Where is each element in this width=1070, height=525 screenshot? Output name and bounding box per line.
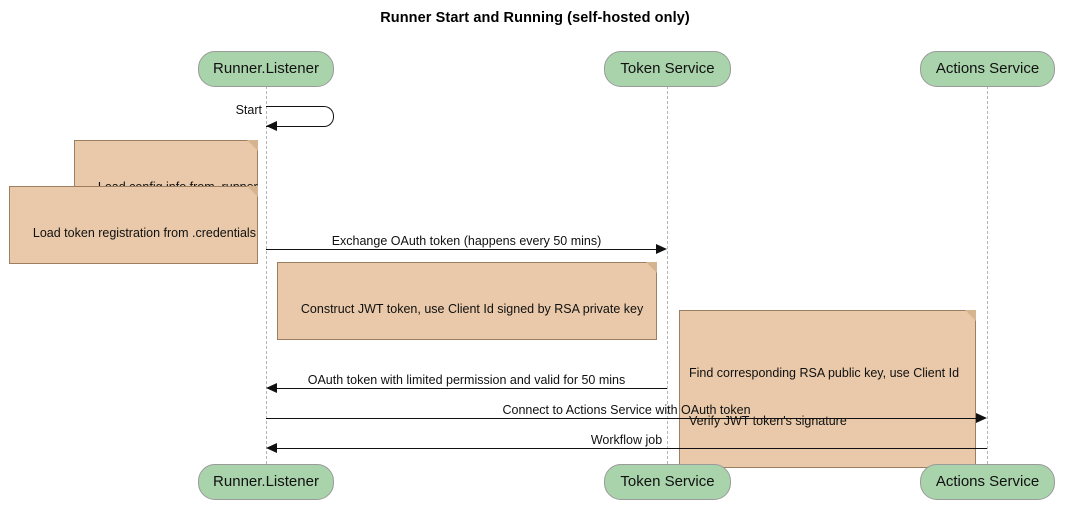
lifeline-token (667, 86, 668, 464)
arrowhead-workflow (266, 443, 277, 453)
note-fold-icon (247, 140, 258, 151)
note-fold-icon (247, 186, 258, 197)
note-text: Load token registration from .credential… (32, 226, 256, 240)
note-text: Construct JWT token, use Client Id signe… (300, 302, 644, 316)
message-label-start: Start (235, 103, 262, 117)
lifeline-runner (266, 86, 267, 464)
participant-actions-top[interactable]: Actions Service (920, 51, 1055, 87)
participant-runner-top[interactable]: Runner.Listener (198, 51, 334, 87)
message-line-exchange (266, 249, 656, 250)
participant-token-top[interactable]: Token Service (604, 51, 731, 87)
note-text-line-2: Verify JWT token's signature (689, 414, 847, 428)
participant-runner-bottom[interactable]: Runner.Listener (198, 464, 334, 500)
arrowhead-exchange (656, 244, 667, 254)
note-fold-icon (646, 262, 657, 273)
arrowhead-start (266, 121, 277, 131)
message-label-connect: Connect to Actions Service with OAuth to… (502, 403, 751, 417)
message-line-oauth-return (277, 388, 667, 389)
message-line-connect (266, 418, 976, 419)
participant-actions-bottom[interactable]: Actions Service (920, 464, 1055, 500)
participant-token-bottom[interactable]: Token Service (604, 464, 731, 500)
message-label-exchange: Exchange OAuth token (happens every 50 m… (331, 234, 602, 248)
arrowhead-oauth-return (266, 383, 277, 393)
note-text-line-1: Find corresponding RSA public key, use C… (689, 366, 960, 380)
note-verify-jwt: Find corresponding RSA public key, use C… (679, 310, 976, 468)
note-load-token-registration: Load token registration from .credential… (9, 186, 258, 264)
message-label-oauth-return: OAuth token with limited permission and … (307, 373, 626, 387)
message-line-workflow (277, 448, 987, 449)
message-label-workflow: Workflow job (590, 433, 663, 447)
note-construct-jwt: Construct JWT token, use Client Id signe… (277, 262, 657, 340)
note-fold-icon (965, 310, 976, 321)
diagram-title: Runner Start and Running (self-hosted on… (380, 10, 690, 26)
lifeline-actions (987, 86, 988, 464)
arrowhead-connect (976, 413, 987, 423)
message-self-start (266, 106, 334, 127)
